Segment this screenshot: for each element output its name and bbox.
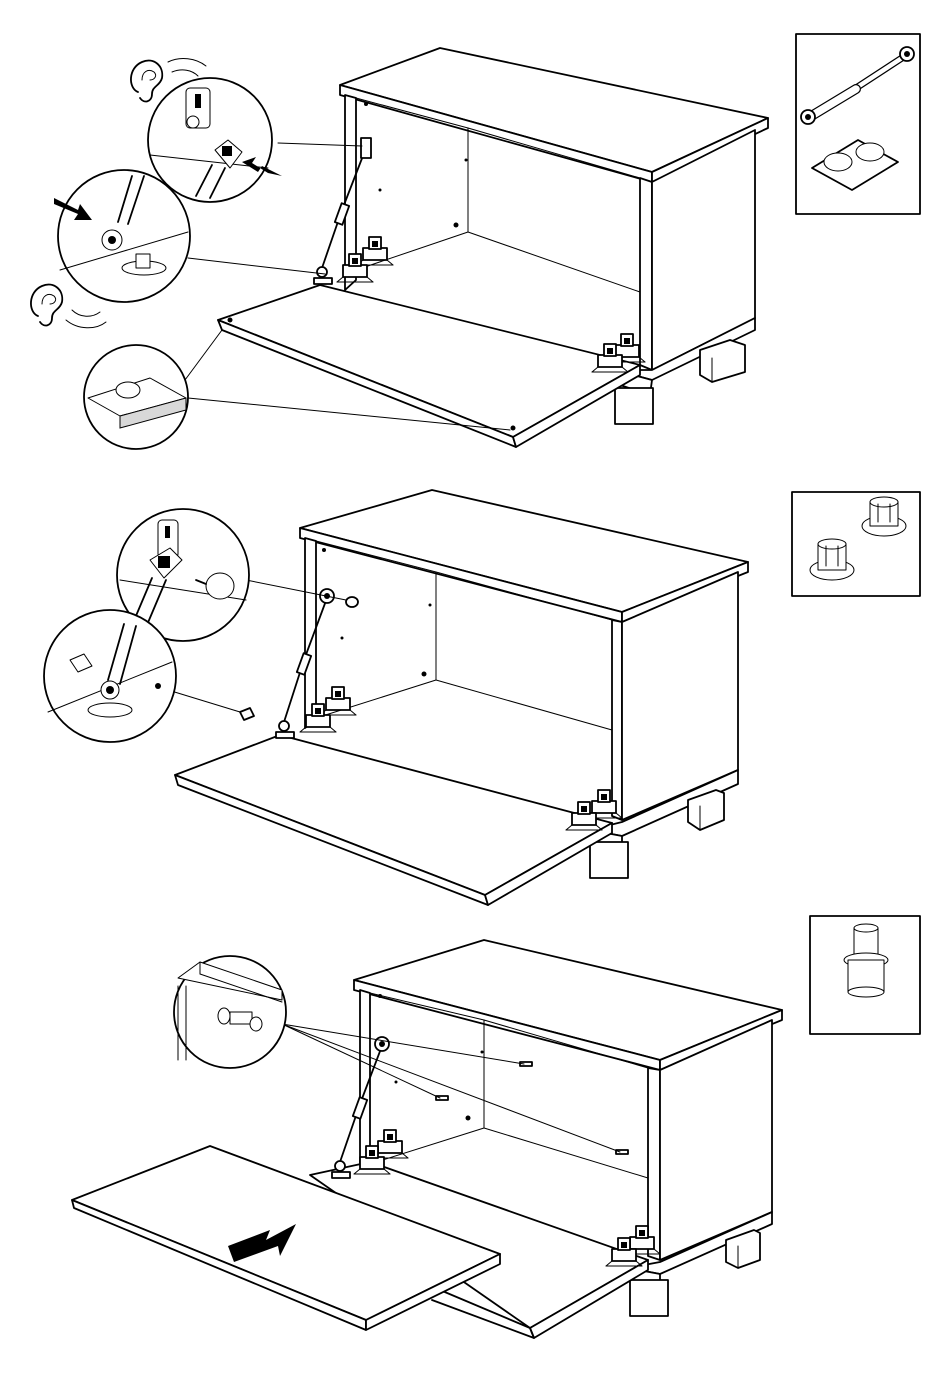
step-3-callout xyxy=(174,956,286,1068)
step-3-loose-door xyxy=(72,1146,500,1330)
step-1-parts-box xyxy=(796,34,920,214)
step-3-parts-box xyxy=(810,916,920,1034)
step-2-parts-box xyxy=(792,492,920,596)
step-1-callout-top xyxy=(148,78,362,202)
wooden-dowel-icon xyxy=(844,924,888,997)
gas-strut-part xyxy=(801,47,914,124)
plastic-plug-insert-icon xyxy=(810,539,854,580)
plastic-plug-insert-icon xyxy=(862,497,906,536)
step-1-cabinet xyxy=(218,48,768,447)
step-2-cabinet xyxy=(175,490,748,905)
screw-cover-caps xyxy=(812,140,898,190)
